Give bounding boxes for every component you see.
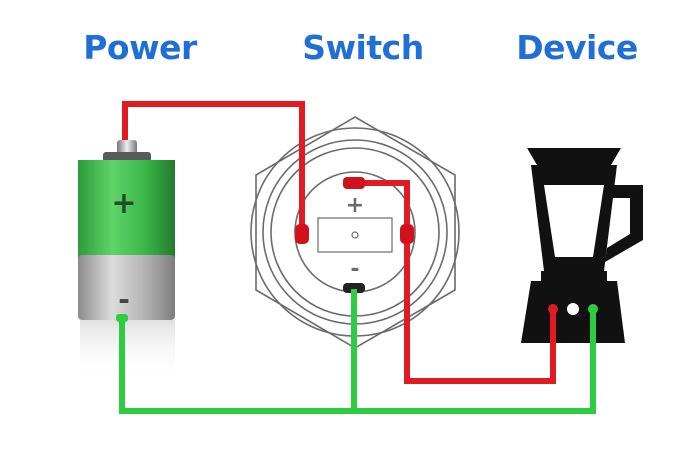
switch-terminal-top xyxy=(343,177,365,189)
blender-jar-window xyxy=(544,185,604,257)
battery-negative-sign: - xyxy=(118,283,130,316)
positive-wires xyxy=(122,101,556,384)
battery-cap xyxy=(103,152,151,162)
switch-center-dot xyxy=(351,231,359,239)
negative-wires xyxy=(119,289,596,414)
switch-positive-sign: + xyxy=(346,193,364,218)
blender-icon xyxy=(521,148,643,343)
switch-center-block xyxy=(317,217,393,253)
switch-negative-sign: - xyxy=(350,257,359,282)
switch-terminal-right xyxy=(400,224,414,244)
battery-grey-section xyxy=(78,255,175,320)
switch-terminal-left xyxy=(295,224,309,244)
battery-negative-terminal xyxy=(116,314,128,322)
wire-switch-to-device xyxy=(352,180,556,384)
battery-reflection xyxy=(80,320,175,380)
battery-positive-sign: + xyxy=(111,186,136,221)
battery-terminal xyxy=(117,140,137,155)
blender-collar xyxy=(541,271,607,281)
blender-power-light xyxy=(567,303,579,315)
power-heading: Power xyxy=(83,28,197,67)
wire-battery-to-switch xyxy=(122,101,305,232)
battery: + - xyxy=(78,140,175,380)
switch-terminal-bottom xyxy=(343,283,365,293)
blender-lid xyxy=(527,148,621,165)
switch-heading: Switch xyxy=(302,28,424,67)
battery-green-section xyxy=(78,160,175,260)
wire-ground-loop xyxy=(119,309,596,414)
device-heading: Device xyxy=(516,28,638,67)
blender-handle xyxy=(605,185,643,262)
